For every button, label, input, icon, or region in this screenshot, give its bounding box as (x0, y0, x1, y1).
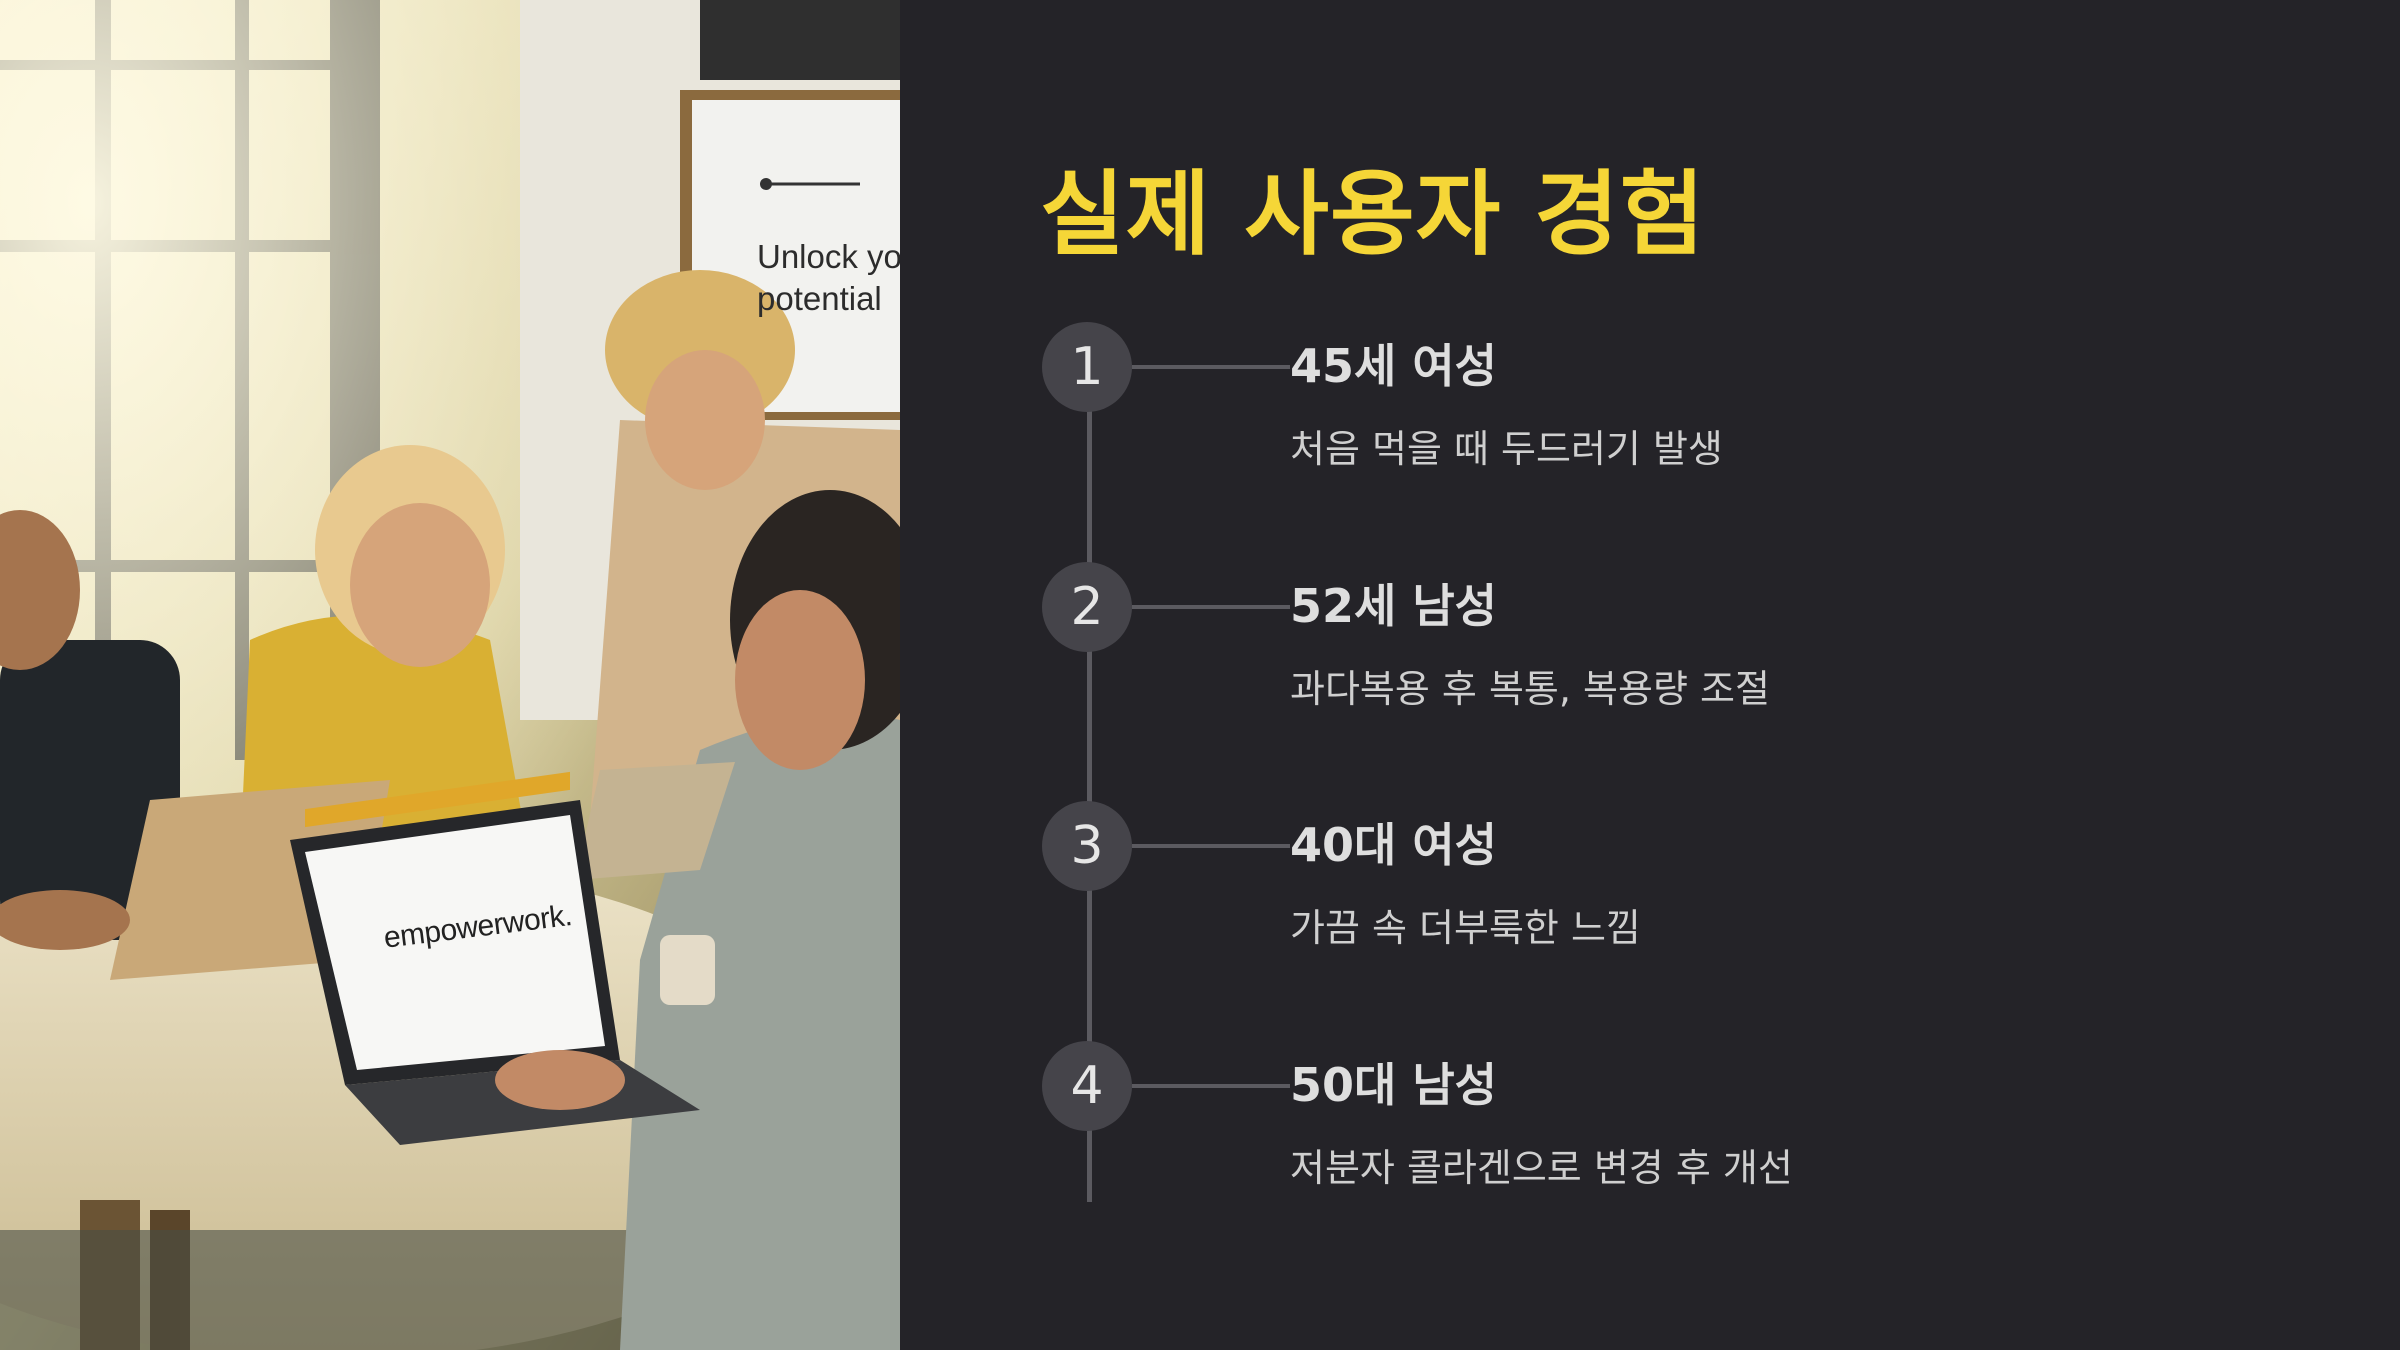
timeline-step-2: 2 52세 남성 과다복용 후 복통, 복용량 조절 (1042, 562, 2242, 762)
step-connector (1132, 1084, 1290, 1088)
step-heading: 52세 남성 (1290, 579, 1497, 633)
step-number-badge: 2 (1042, 562, 1132, 652)
step-heading: 45세 여성 (1290, 339, 1497, 393)
step-number-badge: 3 (1042, 801, 1132, 891)
timeline-step-4: 4 50대 남성 저분자 콜라겐으로 변경 후 개선 (1042, 1041, 2242, 1241)
step-connector (1132, 605, 1290, 609)
step-heading: 40대 여성 (1290, 818, 1497, 872)
step-description: 과다복용 후 복통, 복용량 조절 (1290, 667, 1770, 711)
timeline-step-1: 1 45세 여성 처음 먹을 때 두드러기 발생 (1042, 322, 2242, 522)
page-title: 실제 사용자 경험 (1040, 161, 1706, 268)
step-number-badge: 4 (1042, 1041, 1132, 1131)
poster-line-2: potential (757, 280, 882, 317)
step-heading: 50대 남성 (1290, 1058, 1497, 1112)
timeline-step-3: 3 40대 여성 가끔 속 더부룩한 느낌 (1042, 801, 2242, 1001)
poster-line-1: Unlock yo (757, 238, 900, 275)
step-description: 처음 먹을 때 두드러기 발생 (1290, 427, 1723, 471)
timeline-line (1087, 366, 1092, 1202)
step-number-badge: 1 (1042, 322, 1132, 412)
step-connector (1132, 844, 1290, 848)
team-meeting-photo: empowerwork. Unlock yo potential (0, 0, 900, 1350)
step-connector (1132, 365, 1290, 369)
step-description: 저분자 콜라겐으로 변경 후 개선 (1290, 1146, 1793, 1190)
wall-poster-text: Unlock yo potential (757, 236, 900, 320)
step-description: 가끔 속 더부룩한 느낌 (1290, 906, 1641, 950)
